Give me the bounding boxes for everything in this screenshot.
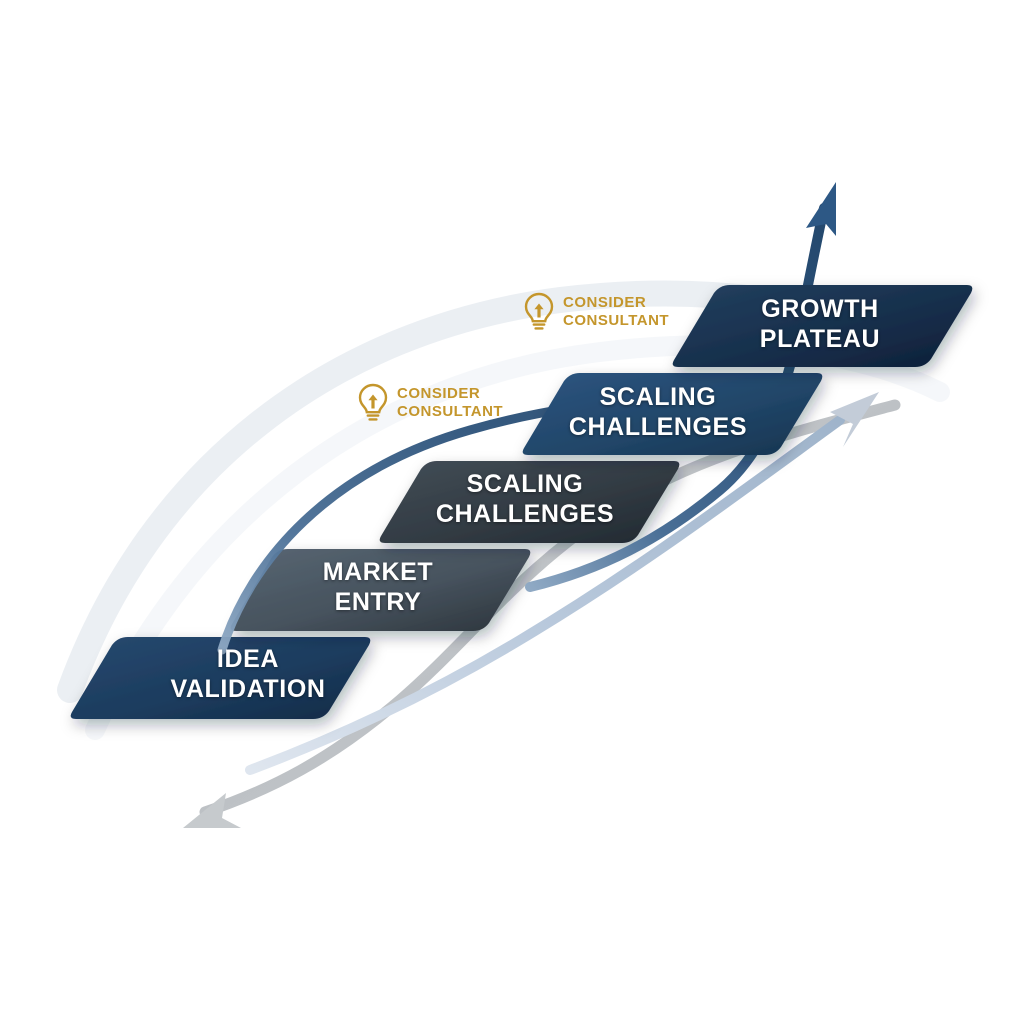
lightbulb-arrow-icon (358, 383, 388, 421)
annotation-text-lower: CONSIDER CONSULTANT (397, 385, 504, 420)
stage-band-market-entry[interactable] (230, 549, 531, 631)
lightbulb-arrow-icon (524, 292, 554, 330)
stage-band-scaling-challenges-1[interactable] (379, 461, 680, 543)
annotation-text-upper: CONSIDER CONSULTANT (563, 294, 670, 329)
stage-band-growth-plateau[interactable] (672, 285, 973, 367)
annotation-consider-consultant-lower[interactable]: CONSIDER CONSULTANT (356, 383, 503, 423)
stage-band-scaling-challenges-2[interactable] (522, 373, 823, 455)
secondary-faded-arrow (245, 392, 879, 775)
stage-band-idea-validation[interactable] (70, 637, 371, 719)
annotation-consider-consultant-upper[interactable]: CONSIDER CONSULTANT (522, 292, 669, 332)
